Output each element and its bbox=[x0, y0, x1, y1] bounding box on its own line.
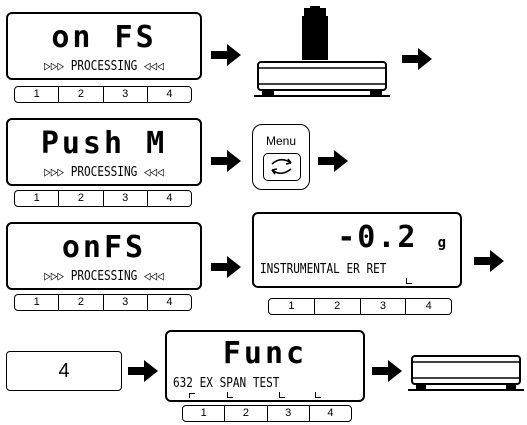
tick-mark bbox=[189, 393, 195, 398]
scale-with-weight-icon bbox=[254, 6, 390, 97]
key-strip-row3: 1 2 3 4 bbox=[14, 294, 192, 311]
display-row1: on FS ▷▷▷ PROCESSING ◁◁◁ bbox=[6, 12, 202, 80]
key-3[interactable]: 3 bbox=[359, 299, 406, 314]
key-strip-row3-result: 1 2 3 4 bbox=[268, 298, 452, 315]
display-row1-main-text: on FS bbox=[51, 20, 157, 55]
display-row3-main-text: onFS bbox=[61, 230, 147, 265]
key-2[interactable]: 2 bbox=[58, 191, 102, 206]
display-row3-result: -0.2 g INSTRUMENTAL ER RET bbox=[252, 212, 462, 288]
key-1[interactable]: 1 bbox=[33, 192, 40, 204]
key-4[interactable]: 4 bbox=[146, 87, 191, 102]
key-4[interactable]: 4 bbox=[405, 299, 451, 314]
tick-mark bbox=[315, 392, 321, 398]
arrow-right-icon bbox=[211, 256, 241, 278]
result-unit: g bbox=[437, 235, 446, 251]
display-result-status-text: INSTRUMENTAL ER RET bbox=[260, 262, 387, 277]
key-4[interactable]: 4 bbox=[146, 295, 191, 310]
arrow-right-icon bbox=[211, 44, 241, 66]
tick-mark bbox=[227, 392, 233, 398]
display-result-value: -0.2 g bbox=[337, 222, 446, 259]
arrow-right-icon bbox=[372, 360, 402, 382]
arrow-right-icon bbox=[402, 48, 432, 70]
tick-mark bbox=[406, 278, 412, 284]
key-2[interactable]: 2 bbox=[313, 299, 360, 314]
cycle-arrows-icon bbox=[263, 153, 301, 181]
key-3[interactable]: 3 bbox=[266, 406, 309, 421]
key-strip-row2: 1 2 3 4 bbox=[14, 190, 192, 207]
arrow-right-icon bbox=[128, 360, 158, 382]
display-row2-main-text: Push M bbox=[40, 126, 168, 161]
empty-scale-icon bbox=[408, 355, 524, 391]
key-4[interactable]: 4 bbox=[308, 406, 351, 421]
arrow-right-icon bbox=[318, 150, 348, 172]
display-row4-main-text: Func bbox=[222, 336, 308, 371]
row4-ticks bbox=[167, 392, 363, 398]
key-1[interactable]: 1 bbox=[200, 407, 207, 419]
key-1[interactable]: 1 bbox=[33, 88, 40, 100]
key-3[interactable]: 3 bbox=[102, 87, 147, 102]
display-row4-status-text: 632 EX SPAN TEST bbox=[173, 376, 280, 391]
key-2[interactable]: 2 bbox=[58, 87, 102, 102]
key-4[interactable]: 4 bbox=[146, 191, 191, 206]
menu-button[interactable]: Menu bbox=[252, 124, 310, 190]
display-row2-status-text: ▷▷▷ PROCESSING ◁◁◁ bbox=[44, 165, 164, 180]
display-row4: Func 632 EX SPAN TEST bbox=[165, 330, 365, 402]
key-2[interactable]: 2 bbox=[58, 295, 102, 310]
result-value: -0.2 bbox=[337, 220, 418, 255]
display-row1-status-text: ▷▷▷ PROCESSING ◁◁◁ bbox=[44, 59, 164, 74]
key-strip-row1: 1 2 3 4 bbox=[14, 86, 192, 103]
key-1[interactable]: 1 bbox=[288, 300, 295, 312]
key-3[interactable]: 3 bbox=[102, 191, 147, 206]
menu-button-label: Menu bbox=[265, 134, 297, 148]
tick-mark bbox=[279, 392, 285, 398]
key-2[interactable]: 2 bbox=[224, 406, 266, 421]
key-strip-row4: 1 2 3 4 bbox=[182, 405, 352, 422]
display-row2: Push M ▷▷▷ PROCESSING ◁◁◁ bbox=[6, 118, 202, 186]
result-ticks bbox=[254, 278, 460, 284]
display-row3: onFS ▷▷▷ PROCESSING ◁◁◁ bbox=[6, 222, 202, 290]
key-input-box[interactable]: 4 bbox=[6, 351, 122, 391]
key-3[interactable]: 3 bbox=[102, 295, 147, 310]
arrow-right-icon bbox=[211, 150, 241, 172]
display-row3-status-text: ▷▷▷ PROCESSING ◁◁◁ bbox=[44, 269, 164, 284]
key-1[interactable]: 1 bbox=[33, 296, 40, 308]
arrow-right-icon bbox=[474, 250, 504, 272]
